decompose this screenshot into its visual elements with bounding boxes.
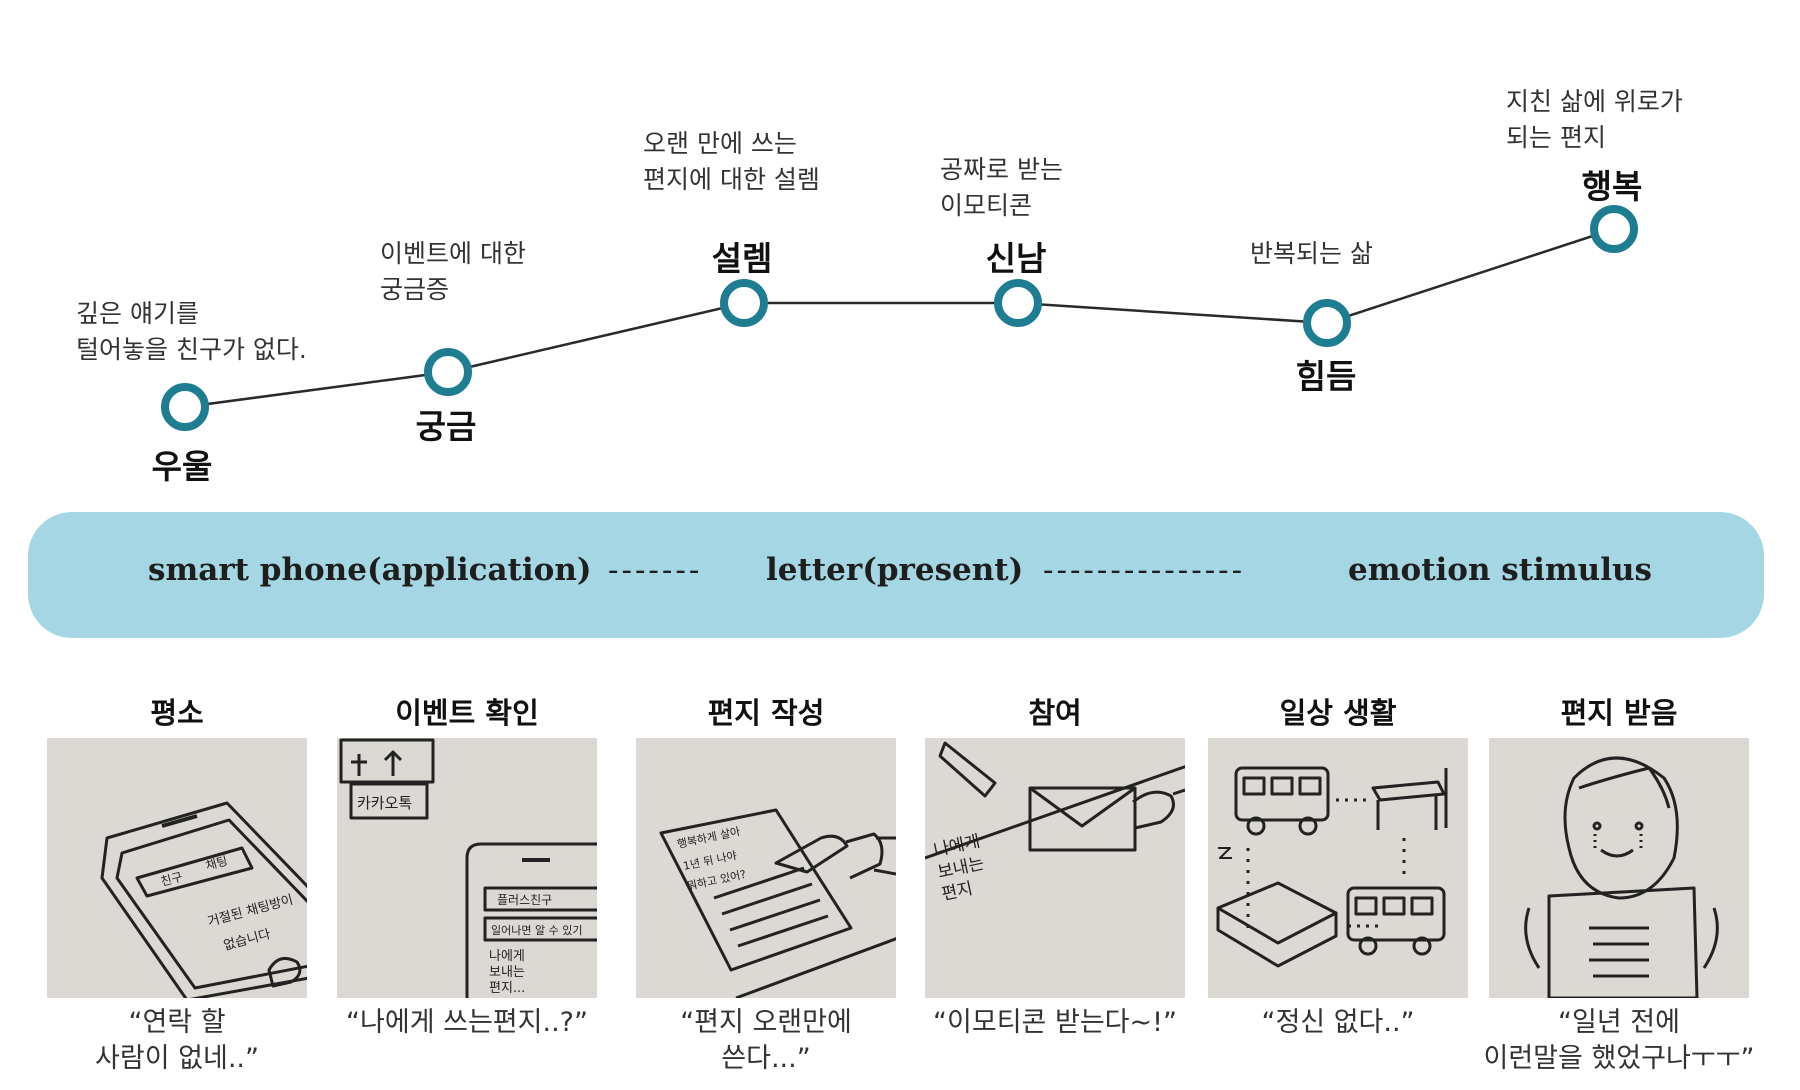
sketch-text: 편지... [489,981,525,996]
step-quote-line: “연락 할 [128,1007,226,1038]
sketch-daily-life [1208,738,1468,998]
point-desc-line: 지친 삶에 위로가 [1506,87,1683,116]
band-divider: ------- [608,552,703,588]
sketch-text: 일어나면 알 수 있기 [491,923,582,937]
band-label-app: smart phone(application) [148,552,592,588]
step-quote-line: “정신 없다..” [1261,1007,1415,1038]
emotion-label: 우울 [151,447,213,486]
point-desc-line: 이모티콘 [940,191,1033,220]
point-desc-line: 편지에 대한 설렘 [643,165,820,194]
point-desc-line: 이벤트에 대한 [380,239,526,268]
sketch-text: 친구 [159,870,184,889]
sketch-text: 채팅 [204,854,229,873]
sketch-text: 1년 뒤 나야 [682,849,738,873]
step-title: 편지 받음 [1560,696,1678,730]
point-desc: 지친 삶에 위로가 되는 편지 [1506,84,1683,156]
step-quote-line: 사람이 없네..” [95,1043,259,1074]
journey-marker-thrilled [994,279,1042,327]
emotion-label: 행복 [1581,167,1643,206]
step-quote: “일년 전에 이런말을 했었구나ㅜㅜ” [1469,1005,1769,1077]
sketch-letter-received [1489,738,1749,998]
journey-polyline [184,227,1615,409]
point-desc: 깊은 얘기를 털어놓을 친구가 없다. [76,296,307,368]
point-desc-line: 반복되는 삶 [1250,239,1373,268]
sketch-text: 나에게 [489,949,525,964]
sketch-writing-letter: 행복하게 살아 1년 뒤 나야 뭐하고 있어? [636,738,896,998]
band-label-letter: letter(present) [766,552,1024,588]
step-quote: “이모티콘 받는다~!” [905,1005,1205,1041]
sketch-text: 카카오톡 [357,794,412,812]
sketch-event-check: 카카오톡 플러스친구 일어나면 알 수 있기 나에게 보내는 편지... [337,738,597,998]
step-quote: “편지 오랜만에 쓴다...” [616,1005,916,1077]
sketch-text: 없습니다 [222,927,272,954]
step-title: 일상 생활 [1279,696,1397,730]
point-desc: 반복되는 삶 [1250,236,1373,272]
emotion-journey-line [161,205,1638,431]
point-desc-line: 되는 편지 [1506,123,1606,152]
emotion-label: 설렘 [711,239,773,278]
step-quote-line: “이모티콘 받는다~!” [933,1007,1177,1038]
step-title: 편지 작성 [707,696,825,730]
point-desc-line: 궁금증 [380,275,450,304]
band-divider: --------------- [1043,552,1246,588]
point-desc: 이벤트에 대한 궁금증 [380,236,526,308]
channel-band: smart phone(application) ------- letter(… [28,512,1764,638]
point-desc: 공짜로 받는 이모티콘 [940,152,1063,224]
emotion-label: 힘듬 [1295,357,1357,396]
emotion-label: 신남 [985,239,1047,278]
point-desc-line: 오랜 만에 쓰는 [643,129,797,158]
sketch-text: 보내는 [489,965,525,980]
step-title: 참여 [1028,696,1082,730]
journey-marker-curious [424,348,472,396]
sketch-participate: 나에게 보내는 편지 [925,738,1185,998]
journey-marker-excited [720,279,768,327]
step-quote-line: “일년 전에 [1558,1007,1680,1038]
point-desc-line: 공짜로 받는 [940,155,1063,184]
step-title: 이벤트 확인 [395,696,539,730]
point-desc: 오랜 만에 쓰는 편지에 대한 설렘 [643,126,820,198]
step-title: 평소 [150,696,204,730]
band-label-emotion: emotion stimulus [1348,552,1652,588]
step-quote-line: “편지 오랜만에 [680,1007,852,1038]
journey-marker-depressed [161,383,209,431]
point-desc-line: 털어놓을 친구가 없다. [76,335,307,364]
step-quote-line: 이런말을 했었구나ㅜㅜ” [1483,1043,1755,1074]
sketch-text: 플러스친구 [497,893,552,907]
sketch-text: 편지 [940,879,975,905]
emotion-label: 궁금 [415,407,477,446]
step-quote: “나에게 쓰는편지..?” [317,1005,617,1041]
step-quote: “정신 없다..” [1188,1005,1488,1041]
step-quote-line: 쓴다...” [721,1043,811,1074]
sketch-text: 거절된 채팅방이 [206,893,295,930]
journey-marker-tired [1303,299,1351,347]
journey-marker-happy [1590,205,1638,253]
sketch-phone-chat: 친구 채팅 거절된 채팅방이 없습니다 [47,738,307,998]
step-quote: “연락 할 사람이 없네..” [27,1005,327,1077]
step-quote-line: “나에게 쓰는편지..?” [346,1007,588,1038]
point-desc-line: 깊은 얘기를 [76,299,199,328]
